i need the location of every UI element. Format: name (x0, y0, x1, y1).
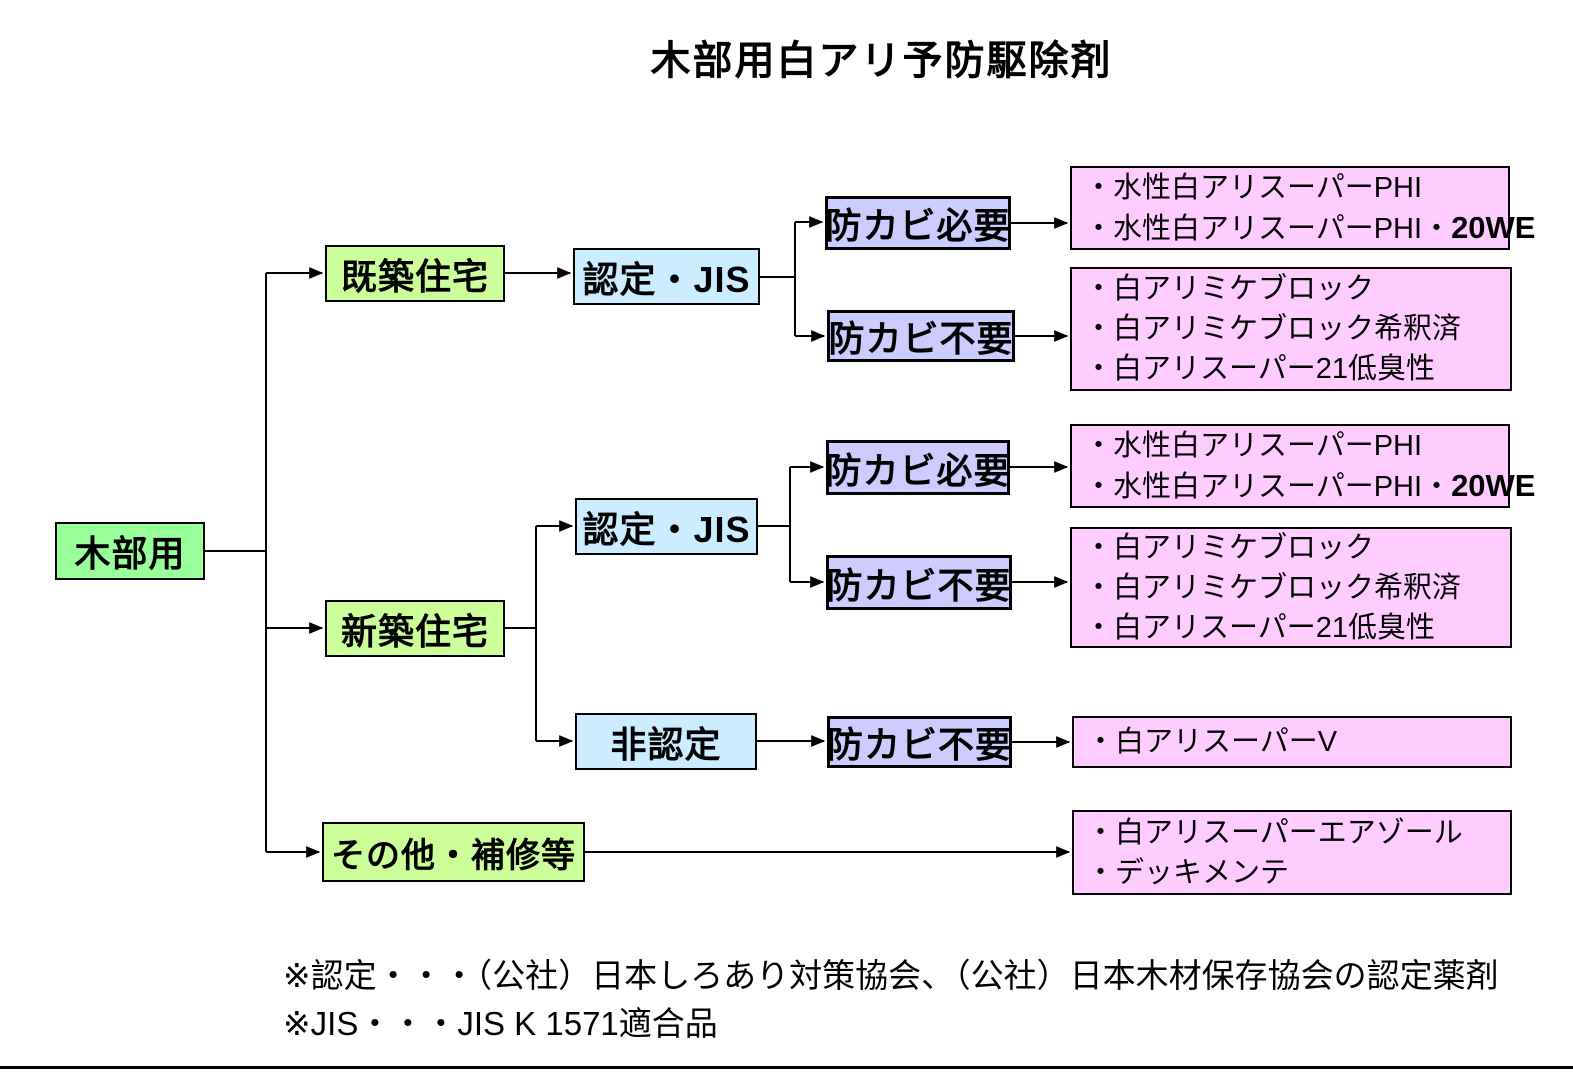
product-line-text: ・白アリミケブロック希釈済 (1084, 571, 1462, 604)
product-line: ・水性白アリスーパーPHI・20WE (1084, 208, 1535, 249)
node-antifungal-not-required-top-label: 防カビ不要 (828, 318, 1014, 359)
node-antifungal-not-required-mid-label: 防カビ不要 (826, 564, 1012, 606)
product-line: ・水性白アリスーパーPHI (1084, 426, 1496, 466)
product-line-text: ・白アリミケブロック (1084, 531, 1375, 564)
node-antifungal-required-top-label: 防カビ必要 (825, 205, 1011, 246)
product-line: ・白アリミケブロック (1084, 528, 1498, 568)
plain-connectors (205, 222, 796, 852)
footnote-jis: ※JIS・・・JIS K 1571適合品 (283, 1005, 718, 1042)
footnote-certification: ※認定・・・（公社）日本しろあり対策協会、（公社）日本木材保存協会の認定薬剤 (283, 957, 1499, 994)
node-new-house: 新築住宅 (325, 600, 505, 657)
product-line: ・白アリミケブロック希釈済 (1084, 568, 1498, 608)
product-line-text: ・白アリスーパー21低臭性 (1084, 353, 1435, 385)
product-line-bold-text: 20WE (1451, 209, 1536, 245)
node-certified-jis-top-label: 認定・JIS (582, 258, 751, 300)
product-line: ・白アリスーパーV (1086, 722, 1498, 762)
product-line: ・水性白アリスーパーPHI (1084, 168, 1496, 208)
bottom-divider (0, 1066, 1573, 1069)
product-line-text: ・水性白アリスーパーPHI・ (1084, 212, 1452, 245)
node-antifungal-not-required-bottom: 防カビ不要 (827, 716, 1012, 768)
node-antifungal-required-mid: 防カビ必要 (826, 440, 1010, 495)
node-non-certified-label: 非認定 (610, 723, 722, 765)
node-antifungal-not-required-top: 防カビ不要 (827, 310, 1015, 362)
product-line-text: ・水性白アリスーパーPHI・ (1084, 470, 1452, 503)
product-box-other: ・白アリスーパーエアゾール ・デッキメンテ (1072, 810, 1512, 895)
product-box-mike-top: ・白アリミケブロック ・白アリミケブロック希釈済 ・白アリスーパー21低臭性 (1070, 267, 1512, 391)
node-antifungal-not-required-mid: 防カビ不要 (826, 555, 1012, 610)
product-line: ・デッキメンテ (1086, 853, 1498, 893)
node-non-certified: 非認定 (575, 713, 757, 770)
product-line-text: ・白アリミケブロック (1084, 273, 1375, 305)
product-line: ・白アリスーパー21低臭性 (1084, 349, 1498, 389)
product-box-mike-mid: ・白アリミケブロック ・白アリミケブロック希釈済 ・白アリスーパー21低臭性 (1070, 527, 1512, 648)
node-certified-jis-mid-label: 認定・JIS (582, 508, 751, 550)
product-line-text: ・白アリスーパーV (1086, 726, 1338, 758)
product-line-text: ・デッキメンテ (1086, 856, 1290, 889)
product-line-bold-text: 20WE (1451, 467, 1536, 503)
node-new-house-label: 新築住宅 (340, 610, 489, 652)
arrow-connectors (266, 216, 1071, 858)
node-antifungal-required-top: 防カビ必要 (825, 196, 1011, 250)
node-existing-house-label: 既築住宅 (340, 255, 489, 297)
node-certified-jis-mid: 認定・JIS (575, 498, 758, 555)
product-box-phi-mid: ・水性白アリスーパーPHI ・水性白アリスーパーPHI・20WE (1070, 424, 1535, 508)
node-other-repair: その他・補修等 (322, 822, 585, 882)
node-other-repair-label: その他・補修等 (331, 836, 576, 875)
node-certified-jis-top: 認定・JIS (573, 248, 760, 305)
product-line: ・白アリミケブロック希釈済 (1084, 309, 1498, 349)
product-line-text: ・水性白アリスーパーPHI (1084, 429, 1423, 462)
diagram-title: 木部用白アリ予防駆除剤 (650, 39, 1113, 83)
product-box-phi-top: ・水性白アリスーパーPHI ・水性白アリスーパーPHI・20WE (1070, 166, 1535, 250)
product-line: ・白アリスーパー21低臭性 (1084, 608, 1498, 648)
product-box-super-v: ・白アリスーパーV (1072, 716, 1512, 768)
product-line-text: ・白アリミケブロック希釈済 (1084, 313, 1462, 345)
product-line-text: ・水性白アリスーパーPHI (1084, 171, 1423, 204)
footnotes: ※認定・・・（公社）日本しろあり対策協会、（公社）日本木材保存協会の認定薬剤 ※… (283, 952, 1499, 1048)
node-existing-house: 既築住宅 (325, 245, 505, 302)
node-antifungal-not-required-bottom-label: 防カビ不要 (827, 724, 1013, 765)
node-antifungal-required-mid-label: 防カビ必要 (825, 449, 1011, 491)
product-line: ・白アリミケブロック (1084, 269, 1498, 309)
product-line-text: ・白アリスーパー21低臭性 (1084, 611, 1435, 644)
product-line-text: ・白アリスーパーエアゾール (1086, 816, 1463, 849)
product-line: ・水性白アリスーパーPHI・20WE (1084, 466, 1535, 507)
node-root: 木部用 (55, 522, 205, 580)
node-root-label: 木部用 (74, 533, 186, 574)
product-line: ・白アリスーパーエアゾール (1086, 813, 1498, 853)
